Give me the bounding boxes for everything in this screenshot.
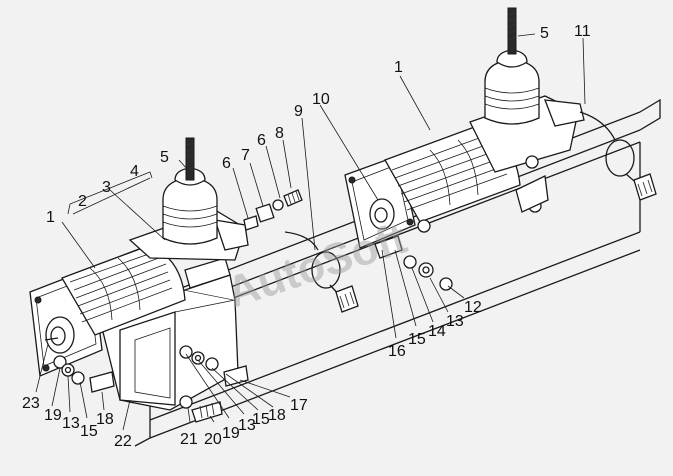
callout-15-right: 15 [408, 331, 426, 348]
callout-6-left: 6 [222, 155, 231, 172]
callout-12: 12 [464, 299, 482, 316]
callout-17: 17 [290, 397, 308, 414]
callout-19-mid: 19 [222, 425, 240, 442]
callout-13-right: 13 [446, 313, 464, 330]
callout-18-left: 18 [96, 411, 114, 428]
callout-labels: 1 1 2 3 4 5 5 6 7 6 8 9 10 11 12 13 14 1… [22, 23, 591, 450]
callout-13-left: 13 [62, 415, 80, 432]
callout-4: 4 [130, 163, 139, 180]
brake-chamber-right [344, 7, 585, 249]
callout-21: 21 [180, 431, 198, 448]
callout-19-left: 19 [44, 407, 62, 424]
callout-1-left: 1 [46, 209, 55, 226]
callout-1-right: 1 [394, 59, 403, 76]
callout-13-mid: 13 [238, 417, 256, 434]
callout-10: 10 [312, 91, 330, 108]
hose-loop-left [284, 231, 359, 313]
leader-lines [35, 33, 586, 431]
fitting-parts-left [243, 189, 303, 231]
callout-22: 22 [114, 433, 132, 450]
callout-5-left: 5 [160, 149, 169, 166]
callout-7: 7 [241, 147, 250, 164]
callout-15-left: 15 [80, 423, 98, 440]
callout-15-mid: 15 [252, 411, 270, 428]
callout-8: 8 [275, 125, 284, 142]
callout-18-mid: 18 [268, 407, 286, 424]
callout-11: 11 [574, 23, 591, 40]
callout-14: 14 [428, 323, 446, 340]
callout-5-right: 5 [540, 25, 549, 42]
fasteners-left [53, 345, 249, 423]
callout-2: 2 [78, 193, 87, 210]
fasteners-right [374, 235, 453, 291]
brake-chamber-left [29, 137, 249, 377]
callout-6-mid: 6 [257, 132, 266, 149]
callout-9: 9 [294, 103, 303, 120]
callout-3: 3 [102, 179, 111, 196]
callout-23: 23 [22, 395, 40, 412]
callout-20: 20 [204, 431, 222, 448]
callout-16: 16 [388, 343, 406, 360]
hose-loop-right [579, 111, 657, 201]
